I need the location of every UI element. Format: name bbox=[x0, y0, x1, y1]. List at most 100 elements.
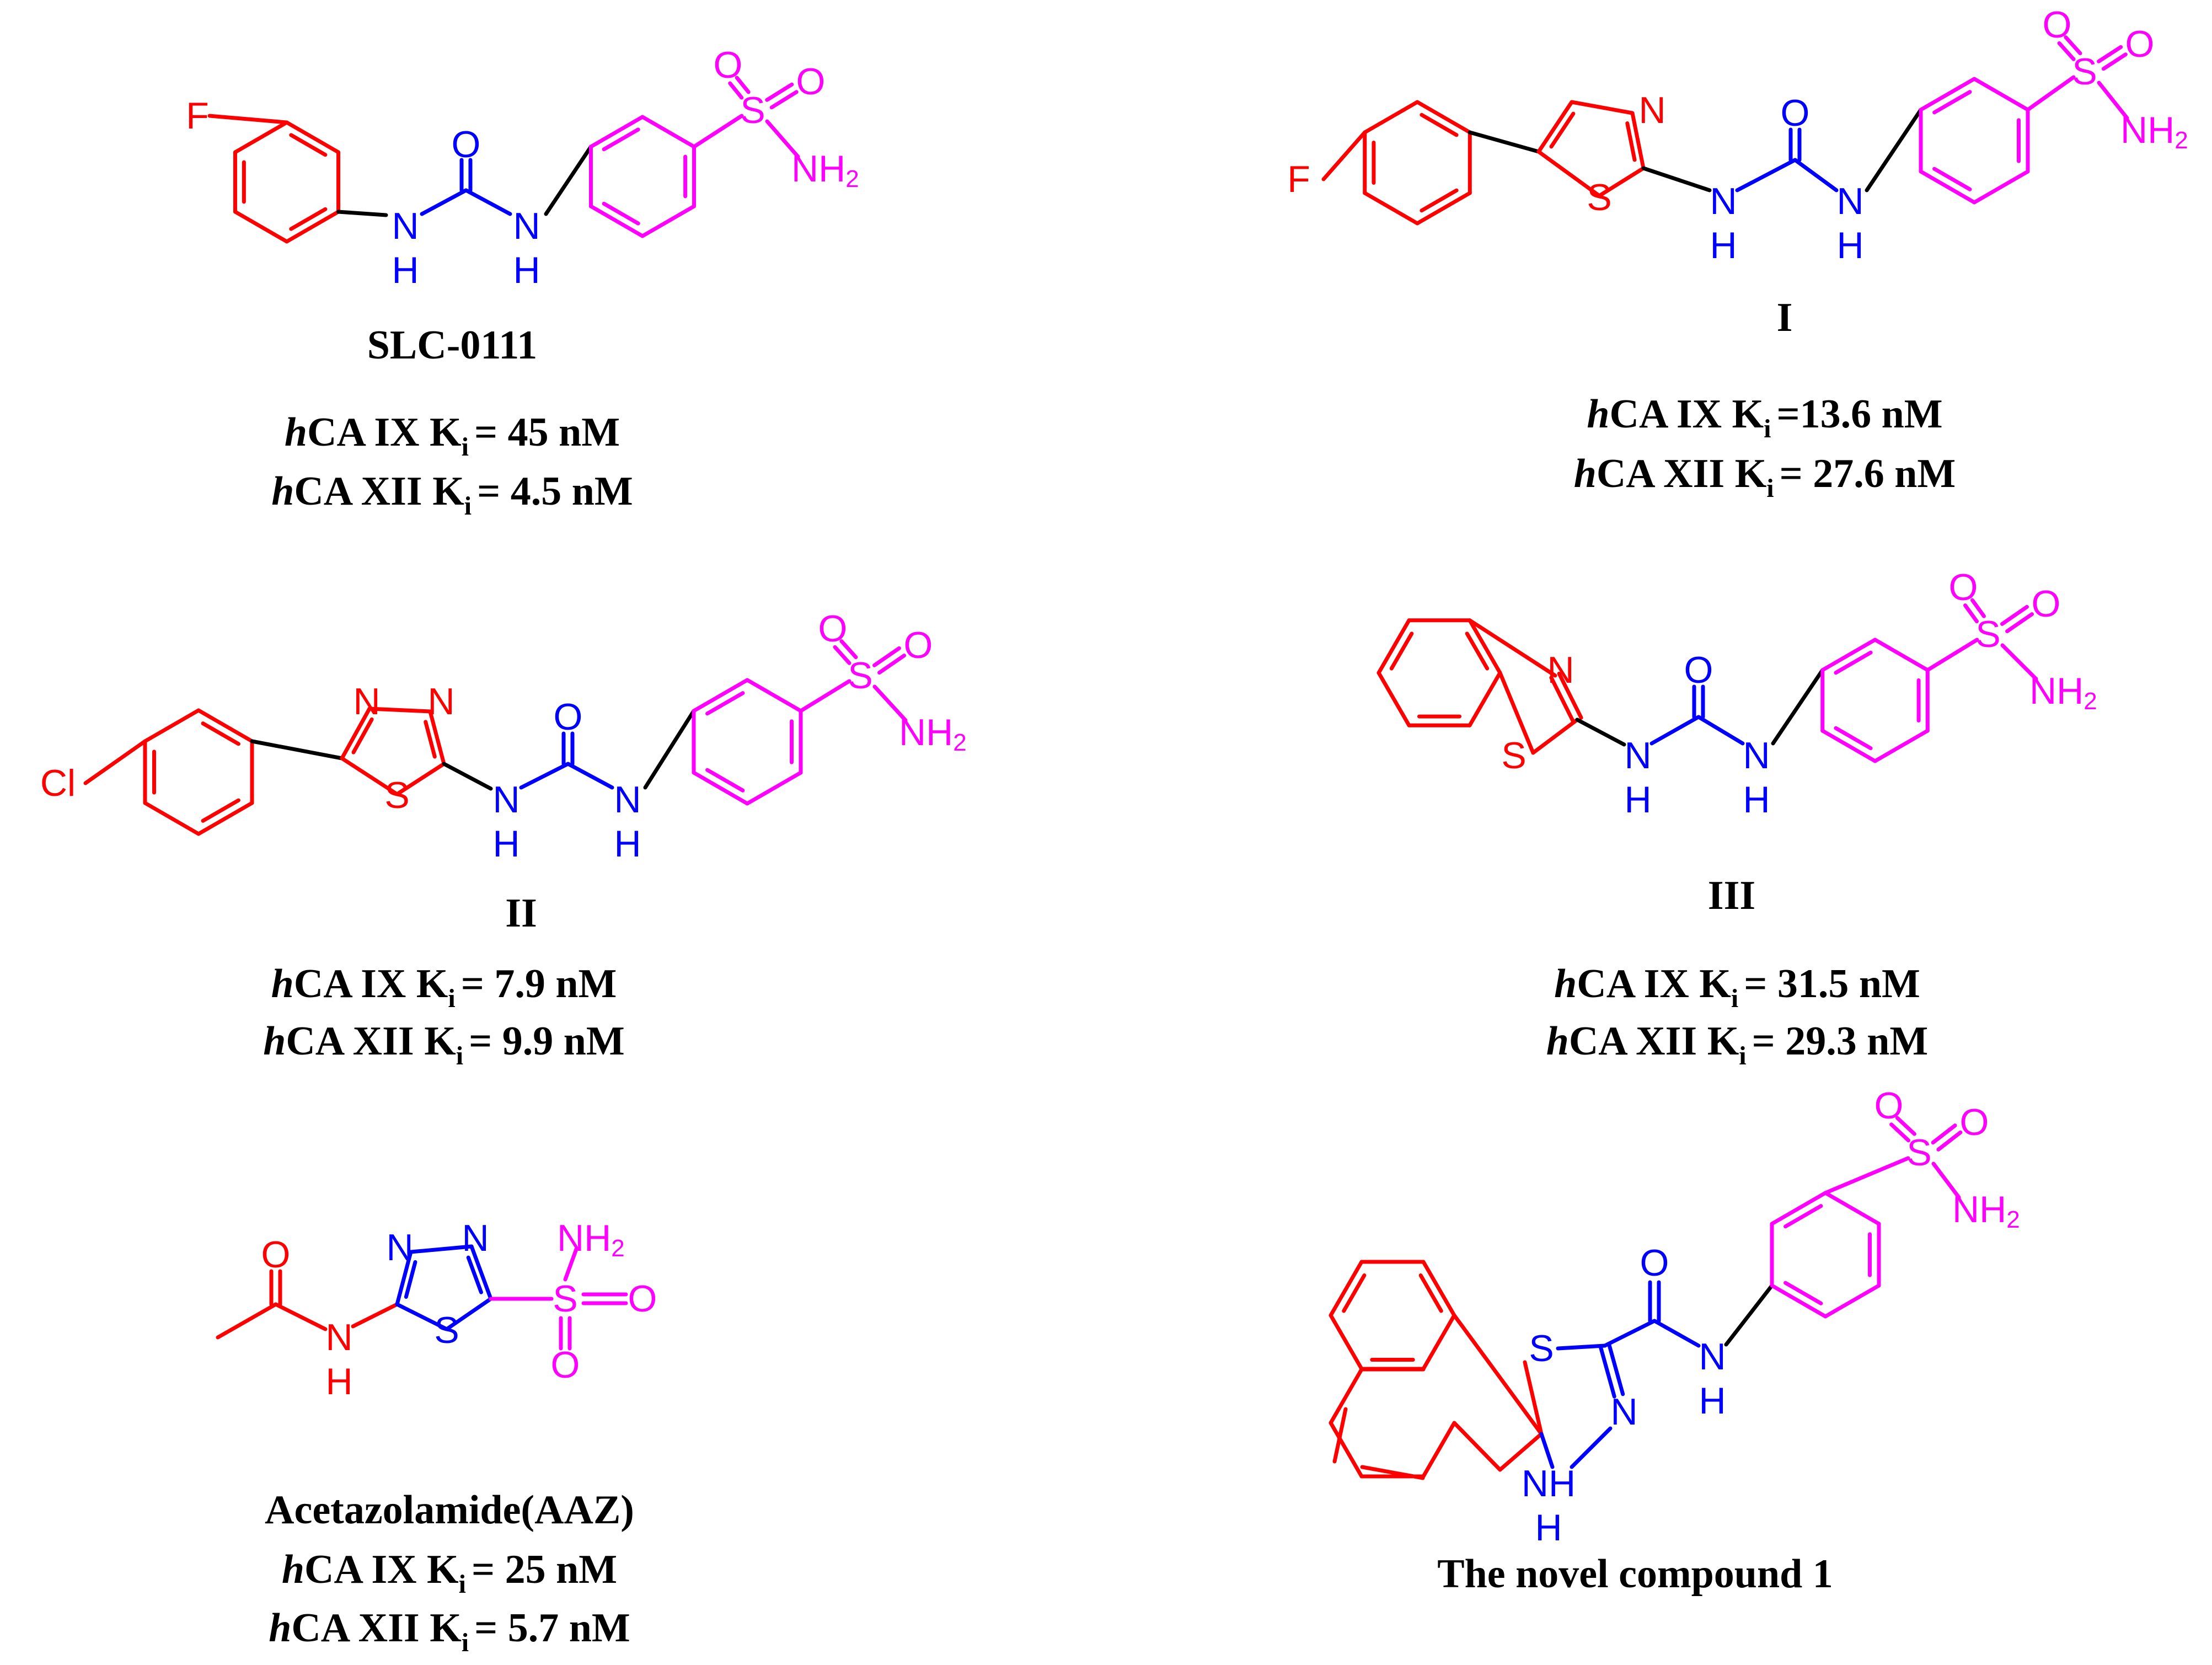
iii-thiazole-bond bbox=[1498, 671, 1535, 755]
ii-c-n-bond bbox=[566, 762, 614, 790]
novel-bond-s bbox=[1823, 1156, 1910, 1195]
novel-ring-nh-h: H bbox=[1535, 1507, 1562, 1549]
iii-sulfonylphenyl-ring bbox=[1873, 638, 1930, 672]
i-c-f-bond bbox=[1321, 130, 1367, 181]
slc0111-fluorophenyl-ring bbox=[285, 210, 341, 244]
aaz-thiadiazole-ring bbox=[466, 1255, 483, 1294]
slc0111-sulfonylphenyl-ring bbox=[602, 201, 640, 226]
iii-s-o-bond-2 bbox=[2005, 612, 2034, 634]
novel-spiro-s-bond bbox=[1523, 1360, 1544, 1436]
slc0111-oxygen-1: O bbox=[714, 44, 743, 86]
slc0111-aryl-n-bond bbox=[336, 210, 388, 217]
i-bond-s bbox=[2026, 75, 2076, 112]
slc0111-s-n-bond bbox=[765, 119, 800, 159]
aaz-thiadiazole-ring bbox=[469, 1244, 493, 1301]
novel-thiadiazoline-sulfur: S bbox=[1529, 1327, 1554, 1369]
aaz-thiadiazole-ring bbox=[404, 1260, 417, 1299]
ii-thiadiazole-n2: N bbox=[427, 681, 454, 722]
slc0111-nh2: NH2 bbox=[791, 148, 859, 192]
iii-thiazole-cn-double bbox=[1549, 676, 1576, 724]
novel-naphthalene-upper-ring bbox=[1329, 1313, 1364, 1371]
ii-sulfonylphenyl-ring bbox=[705, 768, 745, 793]
ii-sulfur: S bbox=[848, 655, 872, 697]
i-thiazole-ring bbox=[1549, 111, 1576, 149]
iii-urea-n2: N bbox=[1743, 735, 1770, 777]
novel-s-o-bond-1 bbox=[1889, 1122, 1911, 1143]
ii-s-o-bond-1 bbox=[839, 639, 858, 660]
ii-s-o-bond-2 bbox=[877, 654, 907, 675]
novel-sulfonylphenyl-ring bbox=[1823, 1191, 1881, 1226]
i-thiazole-ring bbox=[1570, 100, 1635, 115]
novel-naphthalene-upper-ring bbox=[1421, 1260, 1456, 1318]
slc0111-urea-n2: N bbox=[513, 205, 540, 247]
novel-oxygen-1: O bbox=[1874, 1085, 1904, 1127]
ii-chlorophenyl-ring bbox=[143, 708, 201, 743]
i-sulfonylphenyl-ring bbox=[1919, 169, 1977, 205]
ii-chlorophenyl-ring bbox=[201, 721, 240, 746]
iii-thiazole-bond bbox=[1467, 618, 1557, 678]
compound-name-novel: The novel compound 1 bbox=[1437, 1551, 1833, 1597]
novel-s-o-bond-2 bbox=[1936, 1130, 1963, 1152]
iii-sulfur: S bbox=[1975, 613, 2000, 655]
iii-c-n-bond bbox=[1696, 715, 1745, 746]
aaz-thiadiazole-sulfur: S bbox=[434, 1309, 459, 1351]
iii-urea-h2: H bbox=[1743, 779, 1770, 821]
iii-nh2: NH2 bbox=[2029, 670, 2097, 715]
novel-oxygen-2: O bbox=[1960, 1101, 1989, 1143]
compound-name-i: I bbox=[1777, 295, 1793, 340]
i-aryl-thiazole-bond bbox=[1467, 130, 1541, 154]
bond-layer bbox=[83, 35, 2129, 1480]
ii-sulfonylphenyl-ring bbox=[692, 770, 749, 806]
aaz-thiadiazole-n2: N bbox=[462, 1217, 489, 1259]
iii-benzene-ring bbox=[1467, 618, 1502, 675]
novel-sulfonylphenyl-ring bbox=[1823, 1283, 1881, 1319]
slc0111-urea-h2: H bbox=[513, 249, 540, 291]
i-s-o-bond-2 bbox=[2101, 52, 2128, 71]
iii-thiazole-n-bond bbox=[1575, 718, 1626, 747]
i-urea-n2: N bbox=[1836, 180, 1863, 222]
iii-sulfonylphenyl-ring bbox=[1820, 638, 1877, 672]
ii-urea-oxygen: O bbox=[554, 696, 583, 738]
novel-ch2-bond bbox=[1452, 1421, 1502, 1472]
iii-benzene-ring bbox=[1377, 618, 1411, 675]
novel-ring-n-n-bond bbox=[1570, 1426, 1613, 1469]
novel-naphthalene-upper-ring bbox=[1342, 1273, 1367, 1313]
iii-benzene-ring bbox=[1377, 671, 1411, 727]
iii-benzene-ring bbox=[1465, 631, 1490, 671]
iii-urea-h1: H bbox=[1624, 779, 1651, 821]
i-fluorophenyl-ring bbox=[1363, 100, 1420, 135]
activity-iii-xii: hCA XII Ki= 29.3 nM bbox=[1546, 1019, 1929, 1070]
slc0111-s-o-bond-1 bbox=[735, 76, 751, 94]
slc0111-bond-s bbox=[692, 114, 744, 149]
novel-spiro-n-bond bbox=[1539, 1432, 1555, 1469]
aaz-methyl-bond bbox=[216, 1302, 278, 1340]
iii-thiazole-cn-double bbox=[1557, 671, 1583, 720]
i-n-aryl-bond bbox=[1865, 108, 1923, 192]
novel-naphthalene-lower-ring bbox=[1329, 1367, 1364, 1425]
iii-oxygen-2: O bbox=[2032, 583, 2061, 625]
novel-ring-n1: N bbox=[1610, 1391, 1637, 1433]
i-urea-h1: H bbox=[1710, 224, 1737, 266]
ii-thiadiazole-ring bbox=[428, 709, 446, 766]
aaz-c-n-bond bbox=[274, 1302, 328, 1331]
novel-ring-bond bbox=[1556, 1343, 1607, 1351]
ii-n-c-bond bbox=[519, 762, 570, 790]
novel-sulfonylphenyl-ring bbox=[1770, 1191, 1828, 1226]
iii-sulfonylphenyl-ring bbox=[1873, 729, 1930, 763]
ii-sulfonylphenyl-ring bbox=[705, 691, 745, 716]
slc0111-fluorophenyl-ring bbox=[285, 120, 341, 154]
i-sulfur: S bbox=[2072, 51, 2097, 93]
aaz-sulfonyl-sulfur: S bbox=[553, 1278, 577, 1320]
ii-oxygen-2: O bbox=[904, 624, 933, 666]
ii-urea-h1: H bbox=[492, 823, 519, 865]
i-s-o-bond-2 bbox=[2097, 45, 2123, 63]
compound-name-ii: II bbox=[505, 891, 537, 936]
aaz-thiadiazole-ring bbox=[409, 1244, 474, 1254]
iii-s-o-bond-1 bbox=[1963, 603, 1979, 624]
ii-thiadiazole-ring bbox=[351, 717, 374, 754]
iii-thiazole-sulfur: S bbox=[1501, 735, 1526, 777]
activity-aaz-xii: hCA XII Ki= 5.7 nM bbox=[269, 1605, 630, 1657]
slc0111-urea-h1: H bbox=[392, 249, 419, 291]
slc0111-fluorophenyl-ring bbox=[289, 133, 328, 157]
aaz-nh2: NH2 bbox=[557, 1217, 625, 1262]
